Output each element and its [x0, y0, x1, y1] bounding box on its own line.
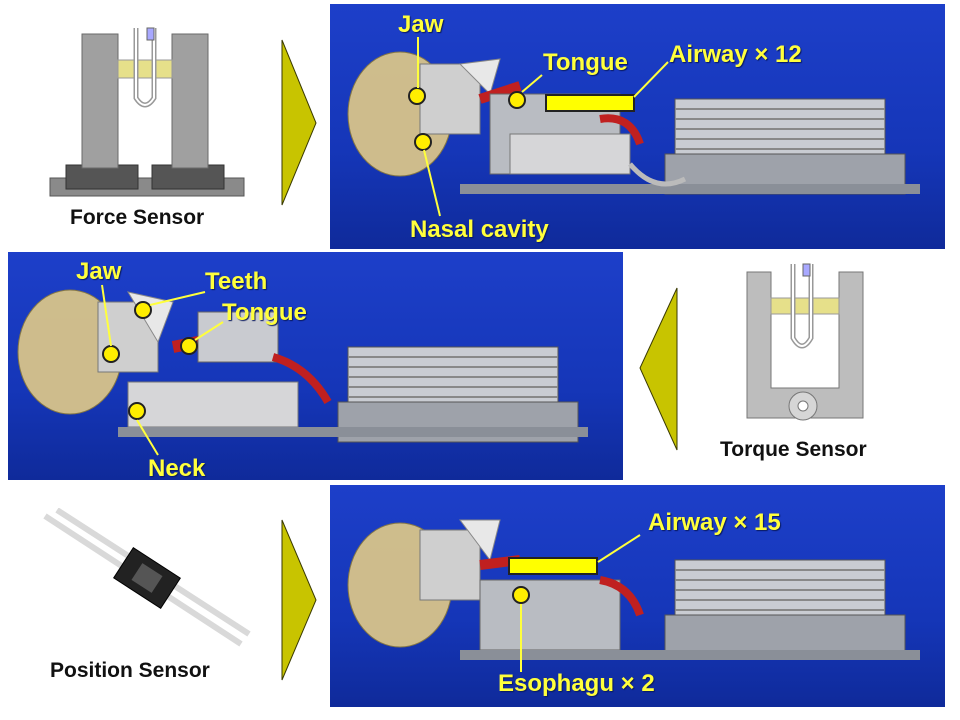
- jaw-label: Jaw: [76, 258, 122, 285]
- robot-photo: [17, 289, 588, 443]
- airway-label: Airway × 12: [669, 41, 802, 68]
- position-sensor-caption: Position Sensor: [50, 659, 210, 682]
- esophagus-label: Esophagu × 2: [498, 670, 655, 697]
- nasal-cavity-marker: [414, 133, 432, 151]
- airway-label: Airway × 15: [648, 509, 781, 536]
- force-sensor-caption: Force Sensor: [70, 206, 205, 229]
- torque-sensor-icon: [746, 263, 864, 421]
- force-sensor-figure: [48, 20, 248, 200]
- neck-marker: [128, 402, 146, 420]
- tongue-marker: [508, 91, 526, 109]
- arrow-right-icon: [281, 39, 317, 206]
- robot-photo-panel-1: [330, 4, 945, 249]
- esophagus-marker: [512, 586, 530, 604]
- jaw-label: Jaw: [398, 11, 444, 38]
- force-sensor-icon: [49, 27, 245, 197]
- torque-sensor-figure: [745, 258, 865, 423]
- tongue-marker: [180, 337, 198, 355]
- arrow-left-icon: [639, 287, 678, 451]
- torque-sensor-caption: Torque Sensor: [720, 438, 867, 461]
- airway-bar: [508, 557, 598, 575]
- jaw-marker: [408, 87, 426, 105]
- robot-photo: [347, 51, 920, 195]
- nasal-cavity-label: Nasal cavity: [410, 216, 549, 243]
- position-sensor-icon: [43, 508, 251, 647]
- arrow-right-icon: [281, 519, 317, 681]
- jaw-marker: [102, 345, 120, 363]
- tongue-label: Tongue: [543, 49, 628, 76]
- teeth-marker: [134, 301, 152, 319]
- teeth-label: Teeth: [205, 268, 268, 295]
- airway-bar: [545, 94, 635, 112]
- neck-label: Neck: [148, 455, 206, 482]
- position-sensor-figure: [35, 508, 255, 653]
- robot-photo-panel-2: [8, 252, 623, 480]
- robot-photo-panel-3: [330, 485, 945, 707]
- tongue-label: Tongue: [222, 299, 307, 326]
